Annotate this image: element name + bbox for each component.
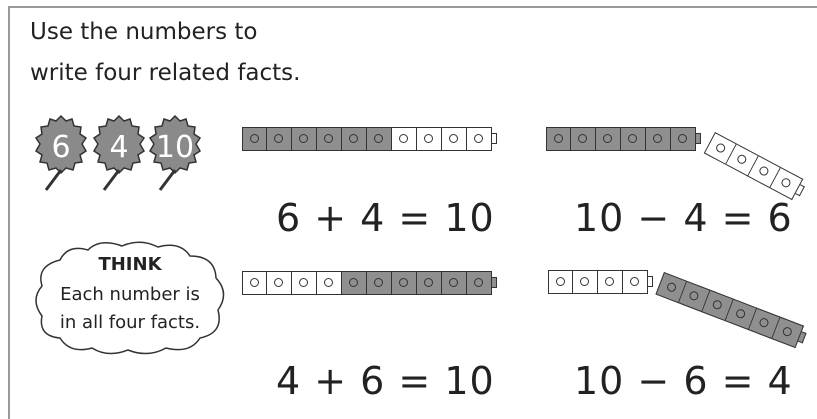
cube — [671, 127, 696, 151]
fact-6-plus-4: 6 + 4 = 10 — [276, 196, 495, 240]
instruction-line-1: Use the numbers to — [30, 19, 257, 45]
cube — [548, 270, 573, 294]
cube — [442, 271, 467, 295]
cube — [342, 271, 367, 295]
cube — [317, 271, 342, 295]
cube-nub — [492, 133, 497, 144]
cube — [267, 271, 292, 295]
leaf-number-4: 4 — [90, 112, 148, 192]
cube — [367, 127, 392, 151]
think-line-2: in all four facts. — [30, 312, 230, 333]
cube-nub — [648, 276, 653, 287]
cube — [623, 270, 648, 294]
fact-4-plus-6: 4 + 6 = 10 — [276, 359, 495, 403]
fact-10-minus-4: 10 − 4 = 6 — [574, 196, 793, 240]
think-cloud: THINK Each number is in all four facts. — [30, 238, 230, 358]
cube — [367, 271, 392, 295]
cube-train-10-minus-4-kept — [546, 127, 701, 153]
leaf-number: 4 — [90, 133, 148, 163]
cube — [442, 127, 467, 151]
cube — [467, 271, 492, 295]
leaf-number: 6 — [32, 133, 90, 163]
cube — [342, 127, 367, 151]
cube — [598, 270, 623, 294]
cube-nub — [492, 277, 497, 288]
cube — [646, 127, 671, 151]
cube-train-4-plus-6 — [242, 271, 497, 297]
cube — [392, 271, 417, 295]
cube — [242, 271, 267, 295]
cube — [546, 127, 571, 151]
cube — [392, 127, 417, 151]
cube — [317, 127, 342, 151]
cube — [467, 127, 492, 151]
cube — [417, 271, 442, 295]
fact-10-minus-6: 10 − 6 = 4 — [574, 359, 793, 403]
cube — [417, 127, 442, 151]
cube — [242, 127, 267, 151]
cube — [571, 127, 596, 151]
cube-nub — [696, 133, 701, 144]
leaf-number-6: 6 — [32, 112, 90, 192]
leaf-number: 10 — [146, 133, 204, 163]
cube-train-6-plus-4 — [242, 127, 497, 153]
instruction-line-2: write four related facts. — [30, 60, 300, 86]
cube — [292, 127, 317, 151]
cube — [621, 127, 646, 151]
cube — [267, 127, 292, 151]
cube-train-10-minus-6-kept — [548, 270, 653, 296]
think-title: THINK — [30, 254, 230, 275]
cube — [292, 271, 317, 295]
leaf-number-10: 10 — [146, 112, 204, 192]
think-line-1: Each number is — [30, 284, 230, 305]
cube — [596, 127, 621, 151]
cube — [573, 270, 598, 294]
